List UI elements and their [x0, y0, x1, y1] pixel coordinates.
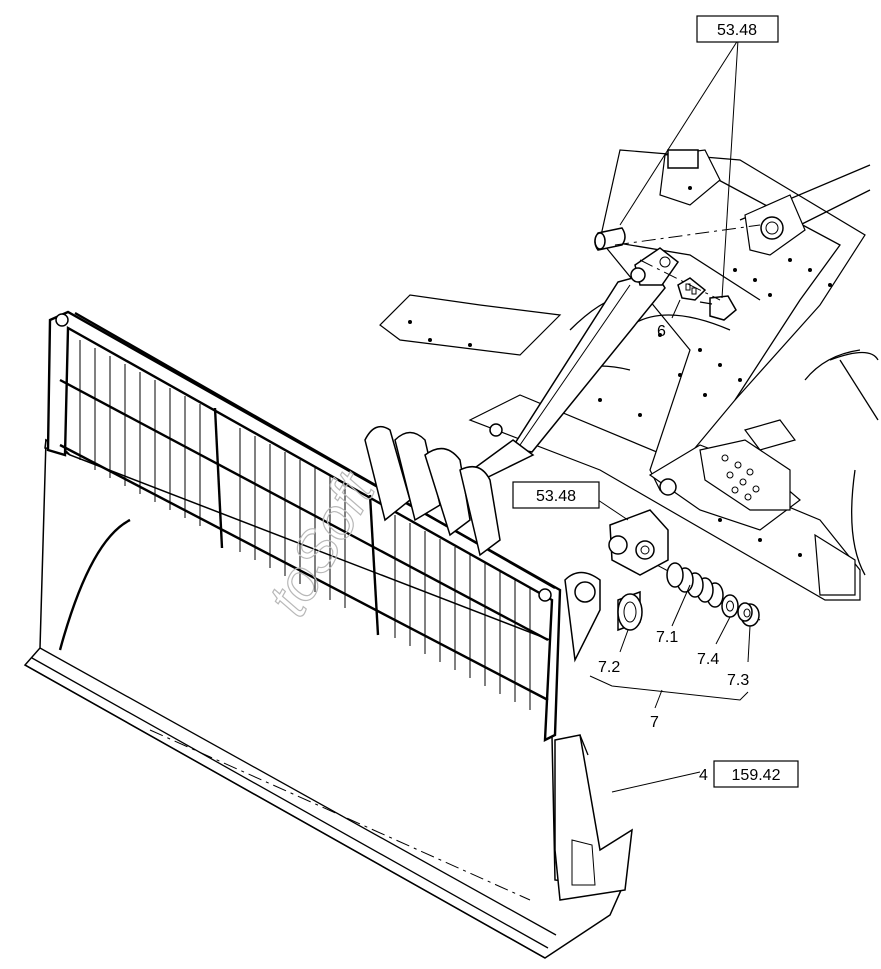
- label-7-1: 7.1: [656, 629, 678, 646]
- bucket-lugs: [364, 425, 601, 663]
- callout-53-48-mid[interactable]: 53.48: [512, 481, 600, 509]
- label-4: 4: [699, 767, 708, 784]
- svg-text:53.48: 53.48: [536, 488, 576, 505]
- bolt-holes: [721, 454, 760, 501]
- bolt: [699, 295, 737, 321]
- leader-lines: [589, 39, 751, 793]
- label-7-2: 7.2: [598, 659, 620, 676]
- label-7: 7: [650, 714, 659, 731]
- washer-7-4: [721, 594, 739, 618]
- svg-text:159.42: 159.42: [732, 767, 781, 784]
- grille-bars: [79, 340, 531, 710]
- hydraulic-cylinder: [471, 247, 680, 484]
- callout-53-48-top[interactable]: 53.48: [696, 15, 779, 43]
- rivet-dots: [408, 186, 832, 557]
- bushing-7-2: [617, 590, 643, 632]
- mid-bracket: [608, 509, 669, 576]
- part-6-clip: [677, 277, 707, 301]
- loader-frame: [379, 149, 879, 601]
- pin-7-1: [666, 562, 724, 608]
- grille: [46, 310, 562, 742]
- label-7-4: 7.4: [697, 651, 719, 668]
- bucket: [23, 438, 633, 959]
- label-6: 6: [657, 323, 666, 340]
- nut-7-3: [737, 602, 760, 627]
- callout-159-42[interactable]: 159.42: [713, 760, 799, 788]
- svg-text:53.48: 53.48: [717, 22, 757, 39]
- label-7-3: 7.3: [727, 672, 749, 689]
